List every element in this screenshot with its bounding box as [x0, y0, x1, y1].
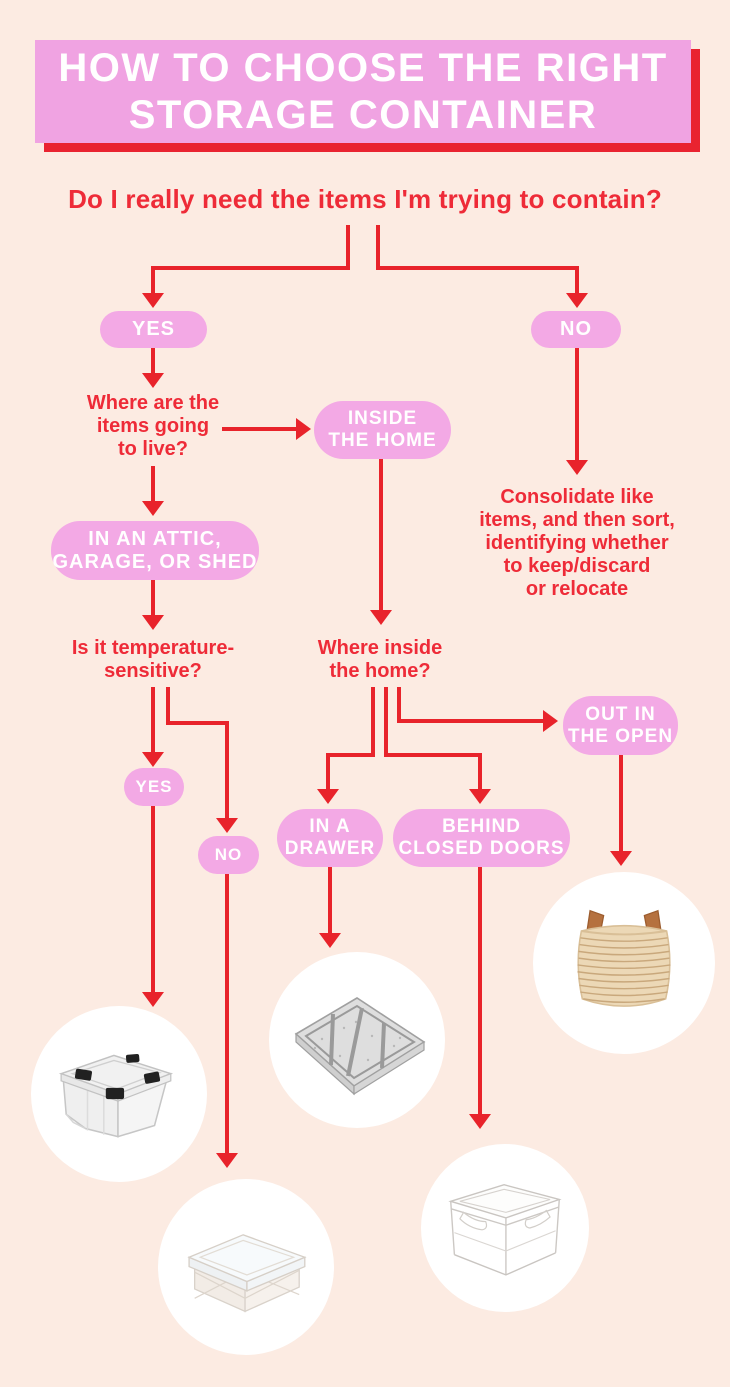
connector-drawer-drop	[371, 687, 375, 757]
node-behind-closed-doors: BEHIND CLOSED DOORS	[393, 809, 570, 867]
underbed-bin-with-white-lid-image	[187, 1233, 307, 1312]
drawer-organizer-tray-image	[294, 997, 426, 1096]
node-temp-no: NO	[198, 836, 259, 874]
arrow-down-icon	[469, 1114, 491, 1129]
connector-to-yes	[151, 266, 350, 270]
connector-drawer-across	[326, 753, 375, 757]
node-temp-yes: YES	[124, 768, 184, 806]
connector-temp-no-drop	[166, 687, 170, 725]
connector-to-latched-bin	[151, 806, 155, 994]
product-circle-clear-container	[421, 1144, 589, 1312]
arrow-down-icon	[142, 293, 164, 308]
page-title-banner: HOW TO CHOOSE THE RIGHT STORAGE CONTAINE…	[35, 40, 691, 143]
arrow-right-icon	[296, 418, 311, 440]
clear-open-storage-container-image	[448, 1184, 562, 1276]
arrow-down-icon	[469, 789, 491, 804]
product-circle-basket	[533, 872, 715, 1054]
connector-temp-no-down	[225, 721, 229, 819]
connector-temp-no-across	[166, 721, 229, 725]
connector-to-temp-question	[151, 580, 155, 616]
arrow-down-icon	[142, 992, 164, 1007]
node-inside-home: INSIDE THE HOME	[314, 401, 451, 459]
connector-doors-drop	[384, 687, 388, 757]
question-where-live: Where are the items going to live?	[86, 392, 220, 460]
product-circle-latched-bin	[31, 1006, 207, 1182]
arrow-down-icon	[319, 933, 341, 948]
connector-open-across	[397, 719, 545, 723]
connector-root-left	[346, 225, 350, 270]
arrow-down-icon	[370, 610, 392, 625]
connector-to-inside-home	[222, 427, 298, 431]
arrow-down-icon	[216, 1153, 238, 1168]
product-circle-drawer-tray	[269, 952, 445, 1128]
connector-to-attic	[151, 466, 155, 502]
arrow-down-icon	[566, 460, 588, 475]
connector-yes-drop	[151, 266, 155, 294]
arrow-right-icon	[543, 710, 558, 732]
woven-rope-basket-image	[577, 909, 671, 1007]
question-temperature: Is it temperature- sensitive?	[71, 637, 235, 682]
connector-open-drop	[397, 687, 401, 723]
connector-to-basket	[619, 755, 623, 852]
connector-drawer-down	[326, 753, 330, 790]
node-out-in-open: OUT IN THE OPEN	[563, 696, 678, 755]
arrow-down-icon	[610, 851, 632, 866]
connector-yes-to-question	[151, 348, 155, 374]
connector-to-no	[376, 266, 579, 270]
outcome-consolidate: Consolidate like items, and then sort, i…	[479, 486, 675, 600]
arrow-down-icon	[142, 373, 164, 388]
arrow-down-icon	[566, 293, 588, 308]
node-in-a-drawer: IN A DRAWER	[277, 809, 383, 867]
connector-doors-across	[384, 753, 482, 757]
product-circle-underbed-bin	[158, 1179, 334, 1355]
arrow-down-icon	[317, 789, 339, 804]
connector-doors-down	[478, 753, 482, 790]
node-attic-garage-shed: IN AN ATTIC, GARAGE, OR SHED	[51, 521, 259, 580]
question-where-inside: Where inside the home?	[317, 637, 443, 682]
connector-to-clear-container	[478, 867, 482, 1115]
connector-to-underbed-bin	[225, 874, 229, 1154]
arrow-down-icon	[142, 615, 164, 630]
node-yes: YES	[100, 311, 207, 348]
root-question: Do I really need the items I'm trying to…	[68, 184, 662, 214]
connector-root-right	[376, 225, 380, 270]
connector-temp-yes	[151, 687, 155, 753]
connector-no-drop	[575, 266, 579, 294]
arrow-down-icon	[142, 501, 164, 516]
arrow-down-icon	[142, 752, 164, 767]
connector-no-to-outcome	[575, 348, 579, 461]
connector-to-where-inside	[379, 459, 383, 611]
node-no: NO	[531, 311, 621, 348]
arrow-down-icon	[216, 818, 238, 833]
connector-to-tray	[328, 867, 332, 934]
page-title: HOW TO CHOOSE THE RIGHT STORAGE CONTAINE…	[58, 45, 668, 137]
weathertight-latched-storage-bin-image	[58, 1053, 174, 1138]
